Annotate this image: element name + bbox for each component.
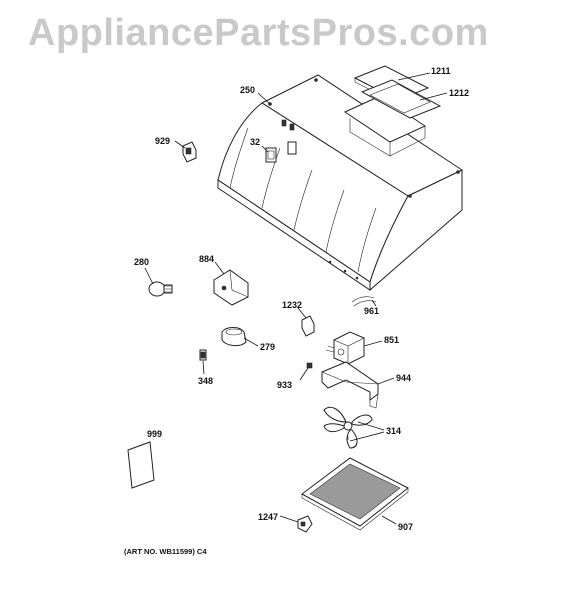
callout-884: 884 [199, 254, 214, 264]
damper-plate-1212[interactable] [360, 79, 442, 119]
art-number: (ART NO. WB11599) C4 [124, 547, 207, 556]
callout-250: 250 [240, 85, 255, 95]
callout-1232: 1232 [282, 300, 302, 310]
callout-32: 32 [250, 137, 260, 147]
callout-314: 314 [386, 426, 401, 436]
screw-933[interactable] [306, 362, 313, 369]
callout-961: 961 [364, 306, 379, 316]
motor-bracket-944[interactable] [321, 361, 379, 409]
fan-blade-314[interactable] [323, 406, 373, 449]
callout-929: 929 [155, 136, 170, 146]
watermark-text: AppliancePartsPros.com [28, 12, 489, 54]
lamp-socket-279[interactable] [221, 327, 247, 347]
switch-slot [287, 141, 297, 155]
callout-1212: 1212 [449, 88, 469, 98]
callout-labels: 1211 1212 250 929 32 280 884 1232 961 27… [134, 66, 469, 532]
callout-1247: 1247 [258, 512, 278, 522]
switch-929[interactable] [182, 141, 197, 163]
light-bulb-280[interactable] [148, 281, 173, 297]
switch-cover-32[interactable] [265, 147, 277, 163]
callout-279: 279 [260, 342, 275, 352]
callout-348: 348 [198, 376, 213, 386]
grease-filter-907[interactable] [301, 457, 409, 531]
literature-999[interactable] [127, 441, 155, 489]
motor-851[interactable] [325, 331, 365, 365]
callout-1211: 1211 [431, 66, 451, 76]
filter-clip-1247[interactable] [297, 515, 313, 533]
fastener-1232[interactable] [301, 315, 315, 337]
callout-907: 907 [398, 522, 413, 532]
callout-999: 999 [147, 429, 162, 439]
callout-944: 944 [396, 373, 411, 383]
callout-851: 851 [384, 335, 399, 345]
callout-933: 933 [277, 380, 292, 390]
callout-280: 280 [134, 257, 149, 267]
harness-961[interactable] [351, 296, 377, 307]
leader-lines [144, 72, 448, 525]
lamp-bracket-884[interactable] [213, 269, 249, 306]
clip-348[interactable] [199, 349, 207, 361]
